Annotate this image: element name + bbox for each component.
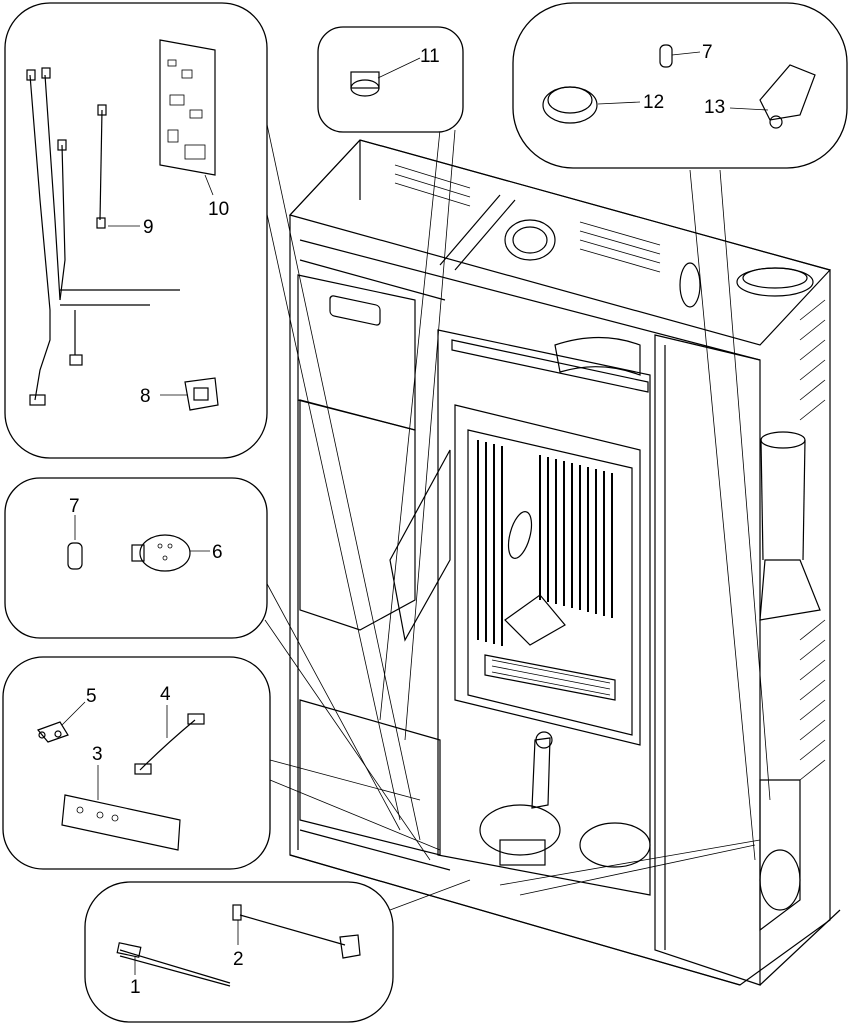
callout-9: 9 xyxy=(143,217,154,238)
leader-lines xyxy=(264,114,771,911)
panel-thermostat: 11 xyxy=(317,26,464,133)
callout-1: 1 xyxy=(130,977,141,998)
callout-5: 5 xyxy=(86,686,97,707)
callout-3: 3 xyxy=(92,744,103,765)
callout-11: 11 xyxy=(420,46,440,67)
callout-8: 8 xyxy=(140,386,151,407)
panel-control-panel: 5 4 3 xyxy=(2,656,271,870)
callout-12: 12 xyxy=(643,92,664,113)
callout-2: 2 xyxy=(233,949,244,970)
panel-wiring-board: 9 10 8 xyxy=(4,2,268,459)
callout-4: 4 xyxy=(160,684,171,705)
panel-pressure-switch: 7 6 xyxy=(4,477,268,639)
callout-10: 10 xyxy=(208,199,229,220)
panel-accessories-top: 7 12 13 xyxy=(512,2,848,169)
callout-6: 6 xyxy=(212,542,223,563)
stove-body xyxy=(288,139,841,986)
callout-7-top: 7 xyxy=(702,42,713,63)
callout-13: 13 xyxy=(704,97,725,118)
panel-sensors: 1 2 xyxy=(84,881,394,1023)
callout-7-mid: 7 xyxy=(69,496,80,517)
